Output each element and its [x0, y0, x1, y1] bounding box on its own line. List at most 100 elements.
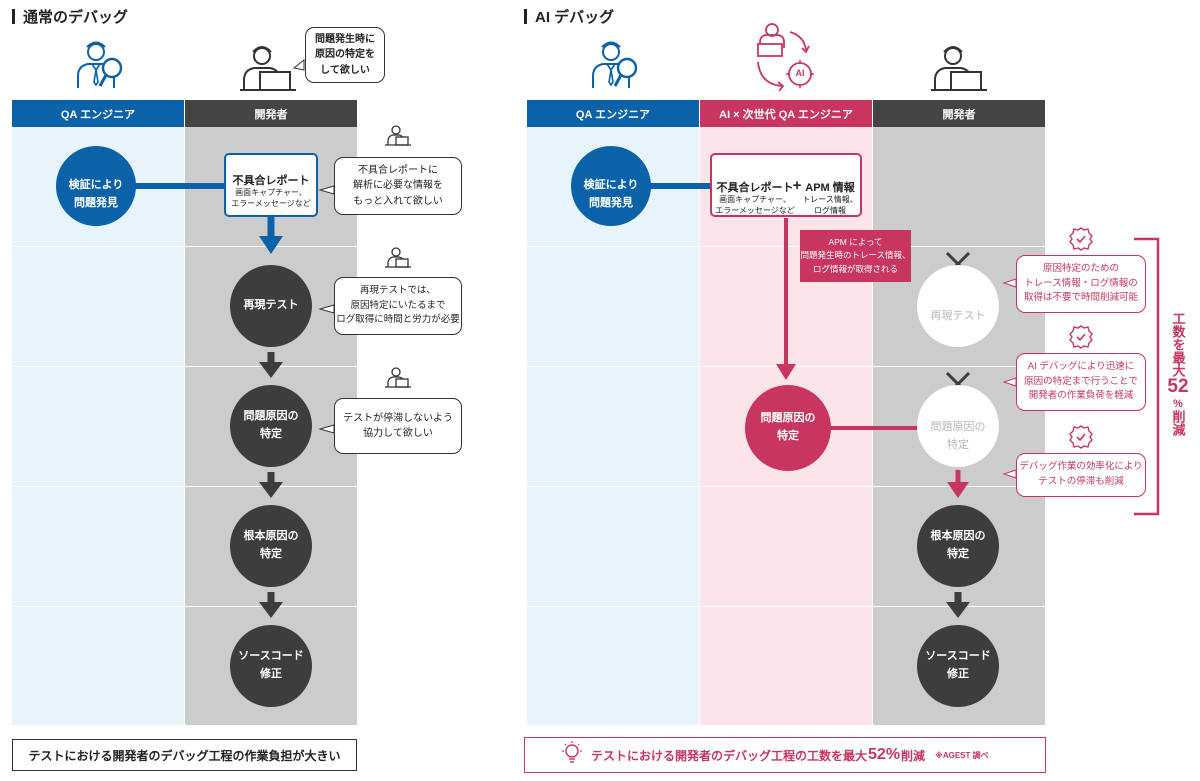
arrow-head	[259, 362, 283, 378]
title-bar	[524, 9, 527, 24]
bubble-tail	[1002, 469, 1017, 479]
right-ai-header: AI × 次世代 QA エンジニア	[700, 100, 872, 127]
bubble-line: 協力して欲しい	[363, 428, 433, 439]
right-dev-header: 開発者	[873, 100, 1045, 127]
node-line: 問題原因の	[760, 412, 816, 425]
report-apm-box: 不具合レポート 画面キャプチャー、 エラーメッセージなど + APM 情報 トレ…	[710, 153, 862, 217]
check-badge-icon	[1069, 425, 1093, 449]
node-line: 根本原因の	[930, 530, 986, 543]
bubble-line: 開発者の作業負荷を軽減	[1028, 390, 1134, 402]
left-title: 通常のデバッグ	[12, 6, 128, 27]
row-divider	[527, 606, 1045, 607]
request-bubble-repro-test: 再現テストでは、 原因特定にいたるまで ログ取得に時間と労力が必要	[334, 277, 462, 335]
report-sub: エラーメッセージなど	[715, 205, 795, 215]
qa-engineer-icon	[591, 41, 638, 90]
node-line: 問題原因の	[930, 421, 986, 434]
bubble-line: 原因の特定を	[315, 49, 375, 61]
left-dev-header: 開発者	[185, 100, 357, 127]
report-sub: エラーメッセージなど	[231, 199, 311, 208]
node-line: 根本原因の	[243, 530, 299, 543]
bubble-line: テストの停滞も削減	[1038, 476, 1124, 487]
plus-sign: +	[792, 177, 802, 194]
node-line: ソースコード	[238, 650, 304, 663]
node-line: 特定	[260, 548, 282, 560]
node-line: 問題発見	[74, 197, 118, 209]
benefit-bubble-time-saving: 原因特定のための トレース情報・ログ情報の 取得は不要で時間削減可能	[1016, 255, 1146, 313]
reduction-label-bottom: 削減	[1170, 409, 1186, 436]
note-line: APM によって	[828, 236, 883, 247]
right-qa-header: QA エンジニア	[527, 100, 699, 127]
report-title: 不具合レポート	[232, 175, 310, 188]
node-line: 検証により	[68, 179, 124, 192]
node-line: 特定	[777, 430, 799, 442]
check-badge-icon	[1069, 325, 1093, 349]
bubble-line: 原因特定にいたるまで	[350, 299, 446, 311]
node-line: 問題発見	[589, 197, 633, 209]
node-line: 修正	[260, 668, 282, 680]
bubble-line: トレース情報・ログ情報の	[1024, 277, 1138, 289]
node-line: 特定	[260, 428, 282, 440]
bug-report-box: 不具合レポート 画面キャプチャー、 エラーメッセージなど	[224, 153, 318, 217]
left-footer: テストにおける開発者のデバッグ工程の作業負担が大きい	[12, 739, 357, 771]
bubble-tail	[1002, 278, 1017, 288]
bubble-line: 原因特定のための	[1042, 262, 1119, 274]
bubble-line: もっと入れて欲しい	[353, 195, 443, 207]
title-bar	[12, 9, 15, 24]
reduction-number: 52	[1167, 376, 1189, 397]
row-divider	[12, 366, 357, 367]
step-fix-source: ソースコード 修正	[230, 625, 312, 707]
bubble-line: 不具合レポートに	[358, 164, 438, 176]
check-badge-icon	[1069, 227, 1093, 251]
report-sub: 画面キャプチャー、	[719, 195, 791, 204]
step-root-cause: 根本原因の 特定	[230, 505, 312, 587]
left-qa-column	[12, 127, 184, 725]
bubble-line: 解析に必要な情報を	[353, 180, 443, 192]
node-line: ソースコード	[925, 650, 991, 663]
reduction-label-top: 工数を最大	[1170, 312, 1186, 377]
ghost-step-identify-cause: 問題原因の 特定	[917, 385, 999, 467]
step-repro-test: 再現テスト	[230, 265, 312, 347]
step-fix-source: ソースコード 修正	[917, 625, 999, 707]
note-line: ログ情報が取得される	[812, 263, 898, 274]
left-title-text: 通常のデバッグ	[23, 9, 129, 26]
bubble-line: デバッグ作業の効率化により	[1019, 461, 1143, 473]
right-footer-note: ※AGEST 調べ	[935, 750, 989, 760]
row-divider	[12, 246, 357, 247]
apm-note: APM によって 問題発生時のトレース情報、 ログ情報が取得される	[800, 230, 911, 282]
right-title-text: AI デバッグ	[535, 9, 615, 26]
bubble-tail	[318, 424, 335, 434]
bubble-tail	[292, 58, 305, 71]
report-title: 不具合レポート	[716, 182, 794, 194]
node-line: 問題原因の	[243, 410, 299, 423]
note-line: 問題発生時のトレース情報、	[800, 250, 911, 261]
apm-sub: ログ情報	[814, 205, 846, 215]
reduction-unit: %	[1173, 397, 1183, 410]
arrow-head	[259, 482, 283, 498]
bubble-line: 取得は不要で時間削減可能	[1023, 292, 1138, 304]
node-line: 再現テスト	[930, 310, 986, 323]
right-footer-number: 52%	[868, 746, 901, 763]
node-line: 特定	[947, 439, 969, 451]
bubble-line: テストが停滞しないよう	[343, 412, 453, 424]
reduction-label: 工数を最大 52 % 削減	[1163, 312, 1193, 436]
right-title: AI デバッグ	[524, 6, 614, 27]
ai-engineer-icon	[757, 23, 814, 92]
node-line: 修正	[947, 668, 969, 680]
ai-identify-cause-node: 問題原因の 特定	[745, 385, 831, 471]
benefit-bubble-efficiency: デバッグ作業の効率化により テストの停滞も削減	[1016, 453, 1146, 497]
node-line: 再現テスト	[243, 299, 299, 312]
developer-laptop-icon	[239, 46, 297, 91]
row-divider	[12, 606, 357, 607]
report-part: 不具合レポート 画面キャプチャー、 エラーメッセージなど	[714, 179, 796, 217]
step-root-cause: 根本原因の 特定	[917, 505, 999, 587]
qa-engineer-icon	[76, 41, 123, 90]
request-bubble-cooperation: テストが停滞しないよう 協力して欲しい	[334, 398, 462, 454]
bubble-line: 原因の特定まで行うことで	[1024, 375, 1138, 387]
benefit-bubble-workload: AI デバッグにより迅速に 原因の特定まで行うことで 開発者の作業負荷を軽減	[1016, 353, 1146, 411]
step-identify-cause: 問題原因の 特定	[230, 385, 312, 467]
arrow-head	[259, 602, 283, 618]
arrow-head	[947, 482, 969, 498]
right-footer: テストにおける開発者のデバッグ工程の工数を最大 52% 削減 ※AGEST 調べ	[524, 737, 1046, 773]
node-line: 検証により	[583, 179, 639, 192]
reduction-bracket	[1134, 237, 1160, 516]
